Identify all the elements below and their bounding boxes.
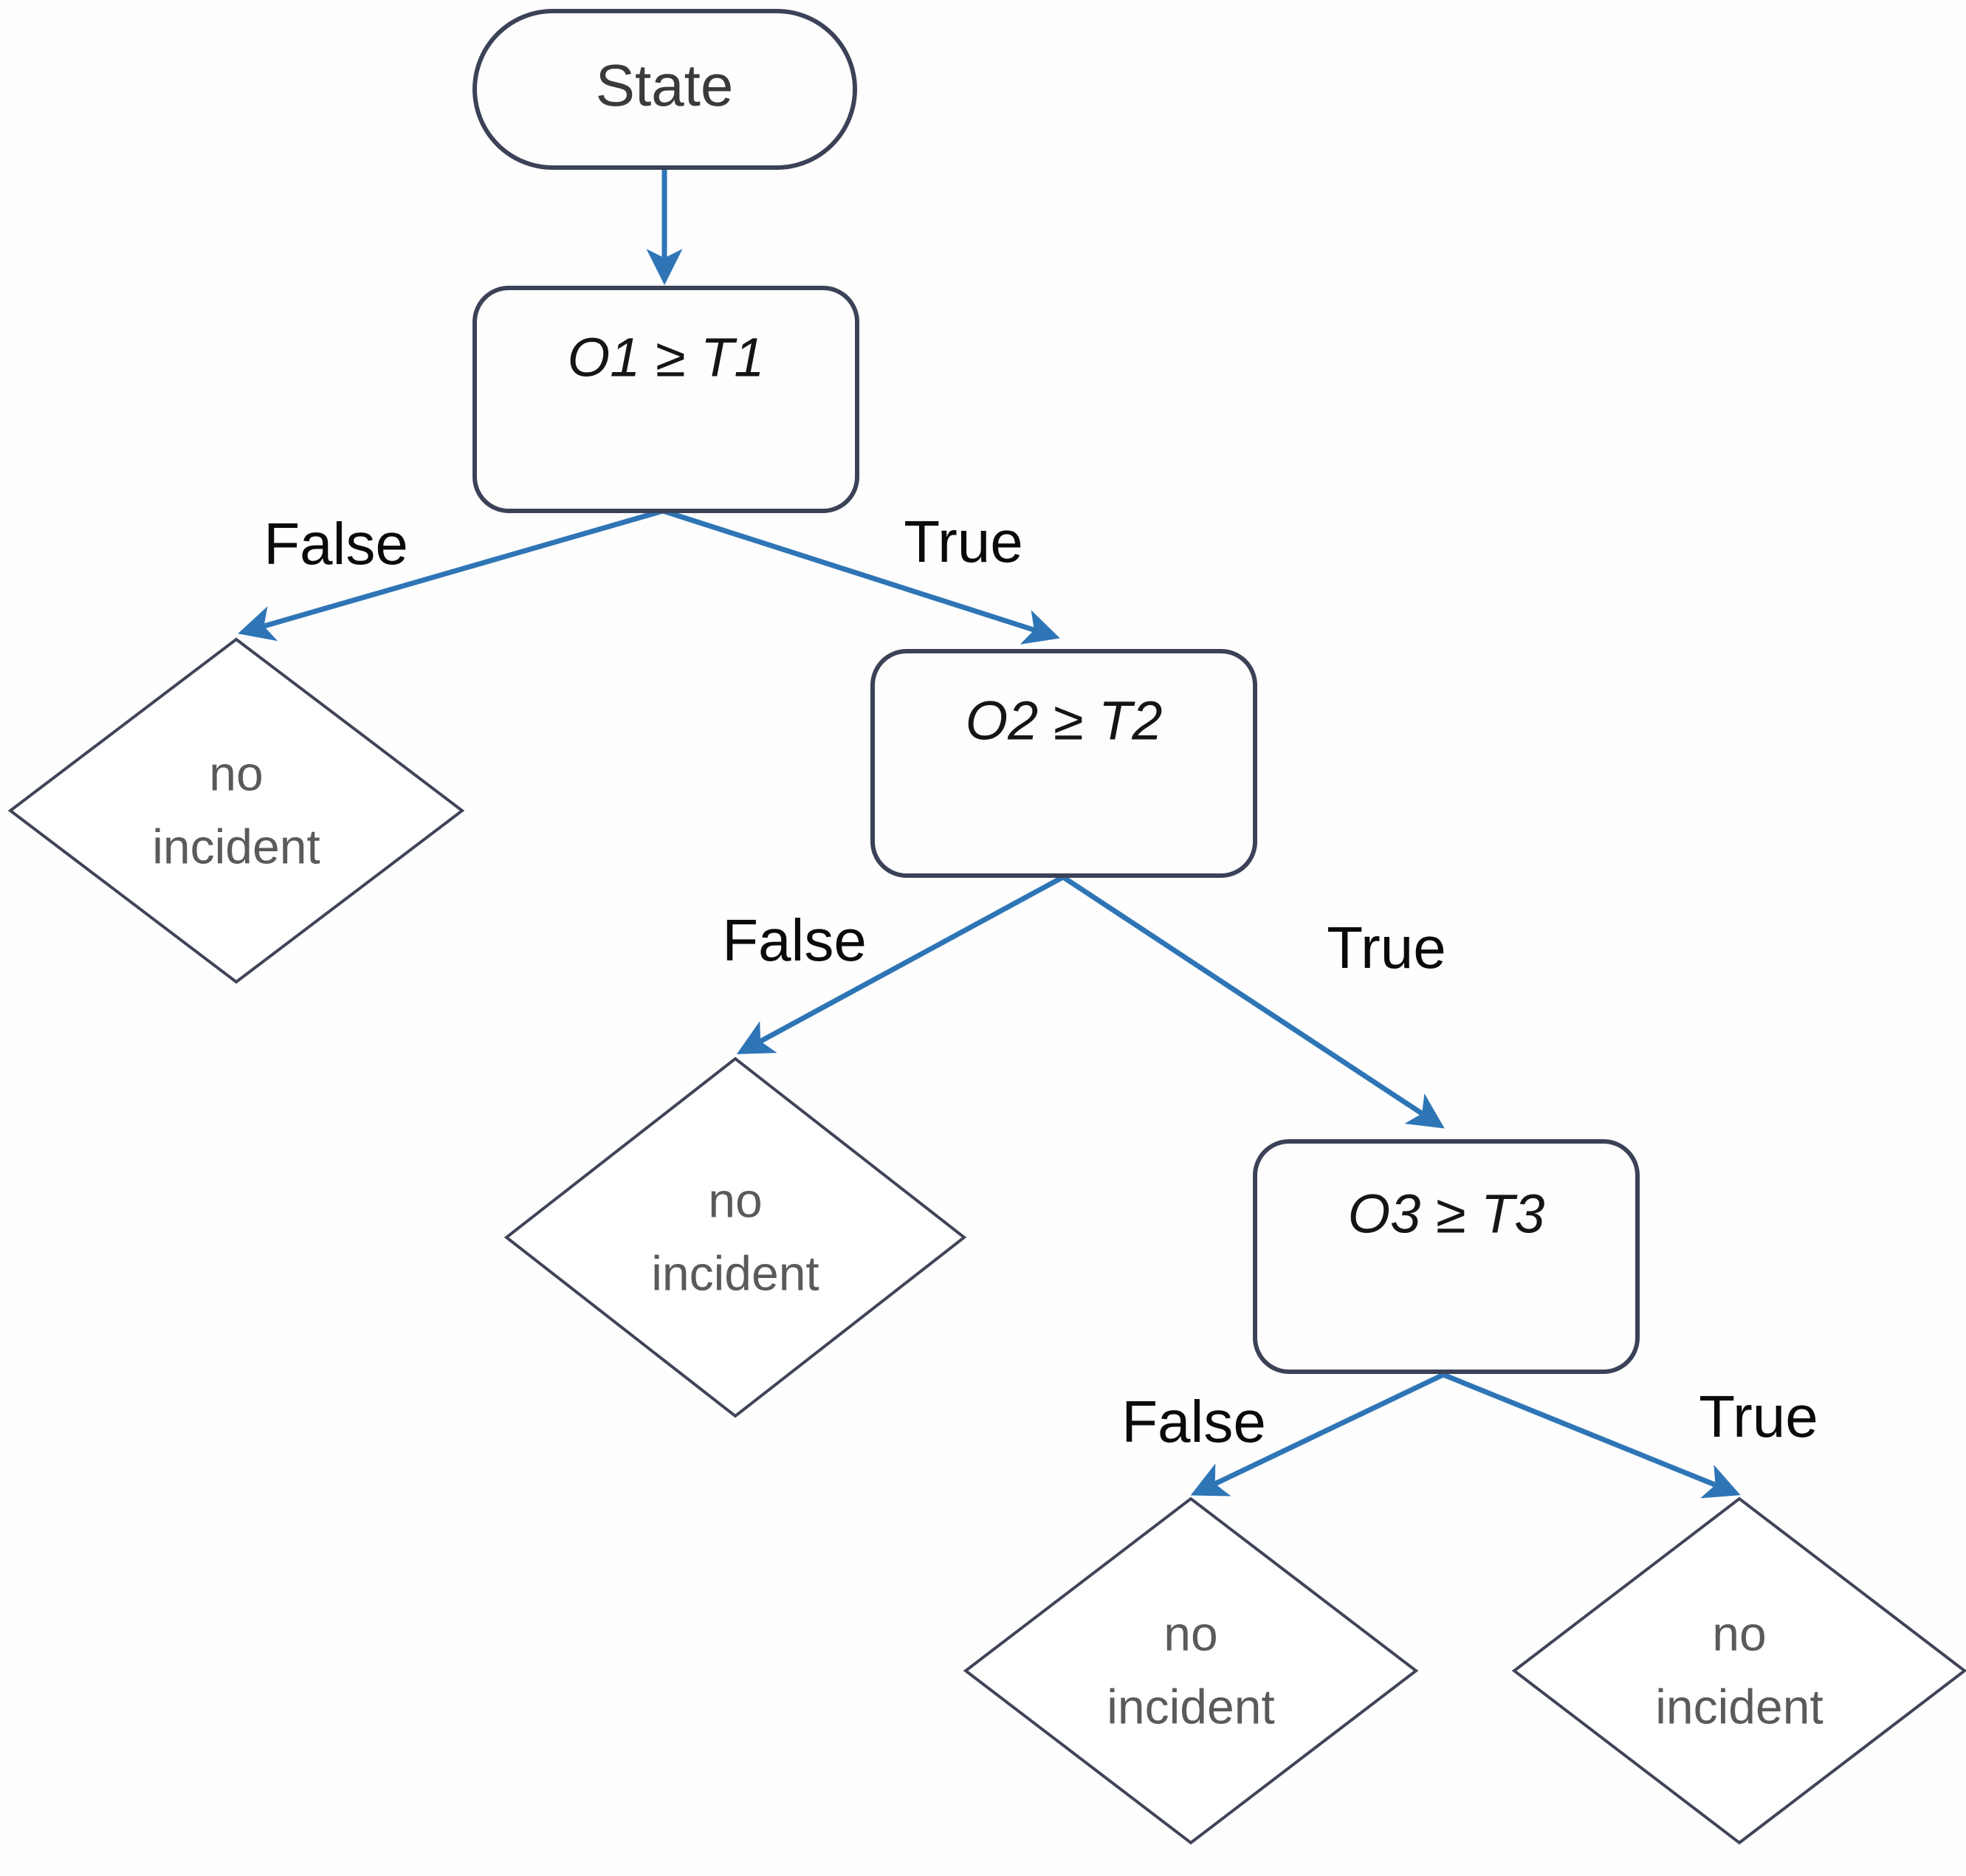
edge-d2-false [736,874,1065,1054]
node-decision-o3[interactable]: O3 ≥ T3 [1253,1139,1640,1374]
leaf-2-label-line2: incident [651,1245,819,1300]
state-node-shape [472,9,857,170]
decision-o2-shape [870,649,1257,878]
leaf-3-label-line1: no [1164,1606,1217,1660]
branch-labels-layer: False True False True False True [264,509,1818,1454]
branch-label-level1-true: True [904,509,1023,574]
decision-o3-shape [1253,1139,1640,1374]
state-node-label: State [596,52,734,118]
edge-d2-true [1062,875,1445,1129]
node-leaf-no-incident-2[interactable]: no incident [503,1056,967,1418]
branch-label-level1-false: False [264,511,408,577]
edge-d1-false [238,508,664,642]
leaf-4-label-line2: incident [1655,1679,1824,1734]
branch-label-level3-true: True [1699,1384,1818,1449]
branch-label-level2-false: False [722,907,867,973]
leaf-3-diamond-shape [963,1497,1419,1845]
decision-o1-label: O1 ≥ T1 [568,327,765,388]
leaf-1-label-line2: incident [152,819,320,873]
decision-o3-label: O3 ≥ T3 [1348,1183,1545,1245]
branch-label-level2-true: True [1327,915,1446,980]
leaf-1-label-line1: no [209,746,263,800]
decision-o2-label: O2 ≥ T2 [966,690,1163,752]
decision-o1-shape [472,286,859,513]
node-leaf-no-incident-1[interactable]: no incident [7,637,465,984]
edges-layer [238,168,1741,1499]
node-state[interactable]: State [472,9,857,170]
leaf-2-diamond-shape [503,1056,967,1418]
node-decision-o2[interactable]: O2 ≥ T2 [870,649,1257,878]
leaf-3-label-line2: incident [1107,1679,1275,1734]
branch-label-level3-false: False [1121,1389,1266,1454]
node-decision-o1[interactable]: O1 ≥ T1 [472,286,859,513]
leaf-1-diamond-shape [7,637,465,984]
leaf-2-label-line1: no [708,1172,762,1227]
edge-d1-true [661,508,1060,645]
leaf-4-diamond-shape [1511,1497,1966,1845]
leaf-4-label-line1: no [1712,1606,1766,1660]
node-leaf-no-incident-3[interactable]: no incident [963,1497,1419,1845]
edge-d3-true [1442,1372,1741,1499]
edge-d3-false [1190,1372,1445,1497]
node-leaf-no-incident-4[interactable]: no incident [1511,1497,1966,1845]
